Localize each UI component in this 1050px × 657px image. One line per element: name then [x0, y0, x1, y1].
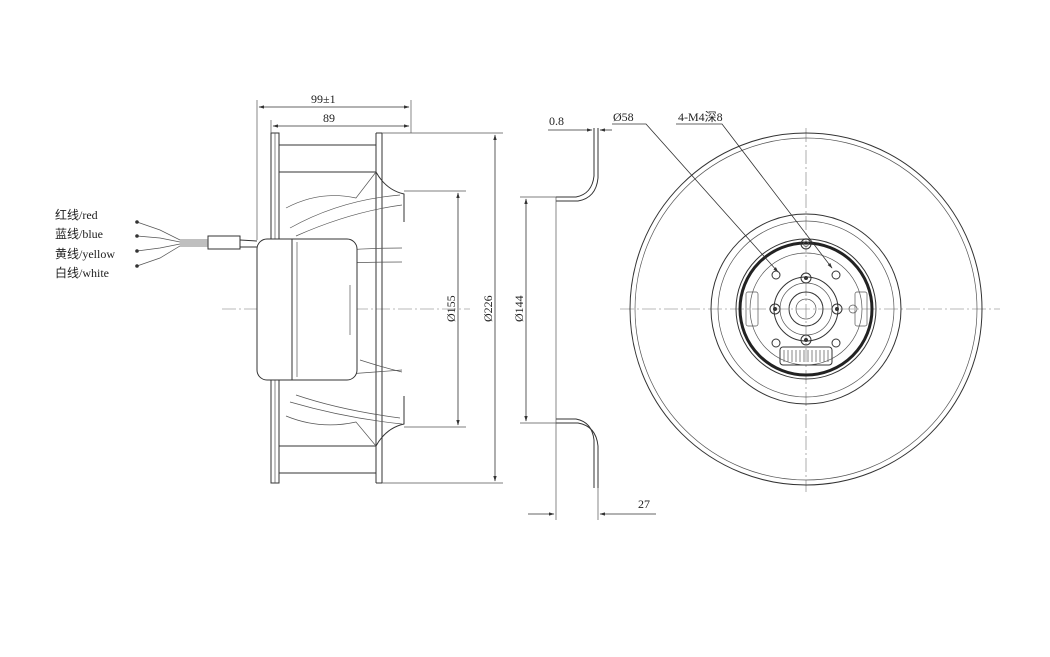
- dim-inlet-diameter: Ø155: [444, 295, 458, 322]
- mount-holes: [769, 272, 843, 346]
- dim-flange-diameter: Ø58: [613, 110, 634, 124]
- dim-inlet-ring-diameter: Ø144: [512, 295, 526, 322]
- wire-label-white: 白线/white: [55, 265, 109, 280]
- dim-wall-thickness: 0.8: [549, 114, 564, 128]
- dim-body-length: 89: [323, 111, 335, 125]
- front-view: Ø58 4-M4深8: [612, 110, 1000, 492]
- wire-label-yellow: 黄线/yellow: [55, 247, 115, 261]
- side-view: 红线/red 蓝线/blue 黄线/yellow 白线/white 99±1 8…: [55, 92, 503, 484]
- wire-label-red: 红线/red: [55, 207, 98, 222]
- wire-label-blue: 蓝线/blue: [55, 227, 103, 241]
- label-mount-holes: 4-M4深8: [678, 110, 723, 124]
- dim-depth: 27: [638, 497, 650, 511]
- dim-outer-diameter: Ø226: [481, 295, 495, 322]
- dim-overall-length: 99±1: [311, 92, 336, 106]
- section-view: Ø144 0.8 27: [512, 114, 656, 520]
